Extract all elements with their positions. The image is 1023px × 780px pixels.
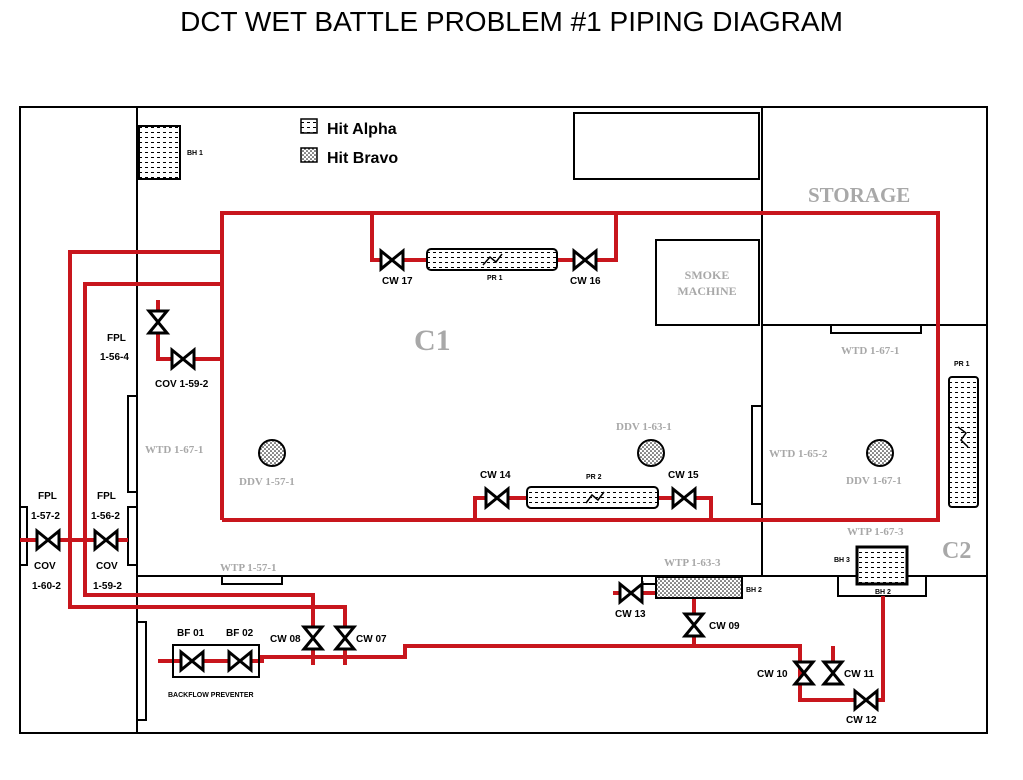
cw11-label: CW 11: [844, 669, 874, 680]
diagram-title: DCT WET BATTLE PROBLEM #1 PIPING DIAGRAM: [180, 6, 843, 37]
ddv-1-67-1-icon: [866, 439, 894, 467]
bf01-label: BF 01: [177, 628, 205, 639]
valve-cw11: [822, 660, 844, 686]
valve-cw15: [671, 487, 697, 509]
ddv-1-57-1-label: DDV 1-57-1: [239, 476, 295, 488]
valve-cw12: [853, 689, 879, 711]
cov-b-number: 1-60-2: [32, 581, 61, 592]
valve-cw07: [334, 625, 356, 651]
wtp-1-67-3-label: WTP 1-67-3: [847, 526, 904, 538]
valve-cw17: [379, 249, 405, 271]
valve-cw16: [572, 249, 598, 271]
hit-alpha-swatch: [300, 118, 318, 134]
bf02-label: BF 02: [226, 628, 254, 639]
cw15-label: CW 15: [668, 470, 699, 481]
valve-cw10: [793, 660, 815, 686]
fpl-a-label: FPL: [107, 333, 126, 344]
valve-cov-1-59-2: [170, 348, 196, 370]
hit-bravo-swatch: [300, 147, 318, 163]
fpl-b-number: 1-57-2: [31, 511, 60, 522]
room-c2-label: C2: [942, 538, 971, 564]
ddv-1-67-1-label: DDV 1-67-1: [846, 475, 902, 487]
hit-bravo-label: Hit Bravo: [327, 150, 398, 167]
fpl-c-label: FPL: [97, 491, 116, 502]
ddv-1-57-1-icon: [258, 439, 286, 467]
valve-fpl-1-56-4: [147, 309, 169, 335]
cw17-label: CW 17: [382, 276, 413, 287]
smoke-machine-label-2: MACHINE: [677, 284, 736, 298]
ddv-1-63-1-label: DDV 1-63-1: [616, 421, 672, 433]
bh3-box: [855, 545, 909, 586]
bh2-label-b: BH 2: [875, 589, 891, 596]
valve-fpl-1-57-2: [35, 529, 61, 551]
pr1-top-label: PR 1: [487, 275, 503, 282]
cw14-label: CW 14: [480, 470, 511, 481]
pr1-top: [426, 248, 558, 271]
cw08-label: CW 08: [270, 634, 301, 645]
cov-1-59-2-label: COV 1-59-2: [155, 379, 209, 390]
pr2: [526, 486, 659, 509]
bh2-box: [655, 576, 743, 599]
cw10-label: CW 10: [757, 669, 788, 680]
cov-c-number: 1-59-2: [93, 581, 122, 592]
cw13-label: CW 13: [615, 609, 646, 620]
cov-b-label: COV: [34, 561, 56, 572]
ddv-1-63-1-icon: [637, 439, 665, 467]
fpl-b-label: FPL: [38, 491, 57, 502]
backflow-preventer-label: BACKFLOW PREVENTER: [168, 692, 254, 699]
valve-bf01: [179, 650, 205, 672]
cw09-label: CW 09: [709, 621, 740, 632]
cw16-label: CW 16: [570, 276, 601, 287]
bh3-label: BH 3: [834, 557, 850, 564]
bh1-label: BH 1: [187, 150, 203, 157]
legend: Hit Alpha Hit Bravo: [300, 118, 398, 167]
pr1-right: [948, 376, 979, 508]
hit-alpha-label: Hit Alpha: [327, 121, 397, 138]
bh2-label-a: BH 2: [746, 587, 762, 594]
valve-fpl-1-56-2: [93, 529, 119, 551]
pr2-label: PR 2: [586, 474, 602, 481]
cw07-label: CW 07: [356, 634, 387, 645]
valve-cw09: [683, 612, 705, 638]
valve-bf02: [227, 650, 253, 672]
wtd-1-67-1-left-label: WTD 1-67-1: [145, 444, 203, 456]
smoke-machine-label-1: SMOKE: [685, 268, 730, 282]
pr1-right-label: PR 1: [954, 361, 970, 368]
storage-label: STORAGE: [808, 183, 910, 207]
backflow-preventer-box: [172, 644, 260, 678]
bh1-box: [138, 125, 181, 180]
cw12-label: CW 12: [846, 715, 877, 726]
wtd-1-67-1-right-label: WTD 1-67-1: [841, 345, 899, 357]
wtd-1-65-2-label: WTD 1-65-2: [769, 448, 828, 460]
room-c1-label: C1: [414, 324, 451, 357]
cov-c-label: COV: [96, 561, 118, 572]
wtp-1-63-3-label: WTP 1-63-3: [664, 557, 721, 569]
wtp-1-57-1-label: WTP 1-57-1: [220, 562, 277, 574]
valve-cw13: [618, 582, 644, 604]
valve-cw14: [484, 487, 510, 509]
valve-cw08: [302, 625, 324, 651]
fpl-a-number: 1-56-4: [100, 352, 129, 363]
fpl-c-number: 1-56-2: [91, 511, 120, 522]
